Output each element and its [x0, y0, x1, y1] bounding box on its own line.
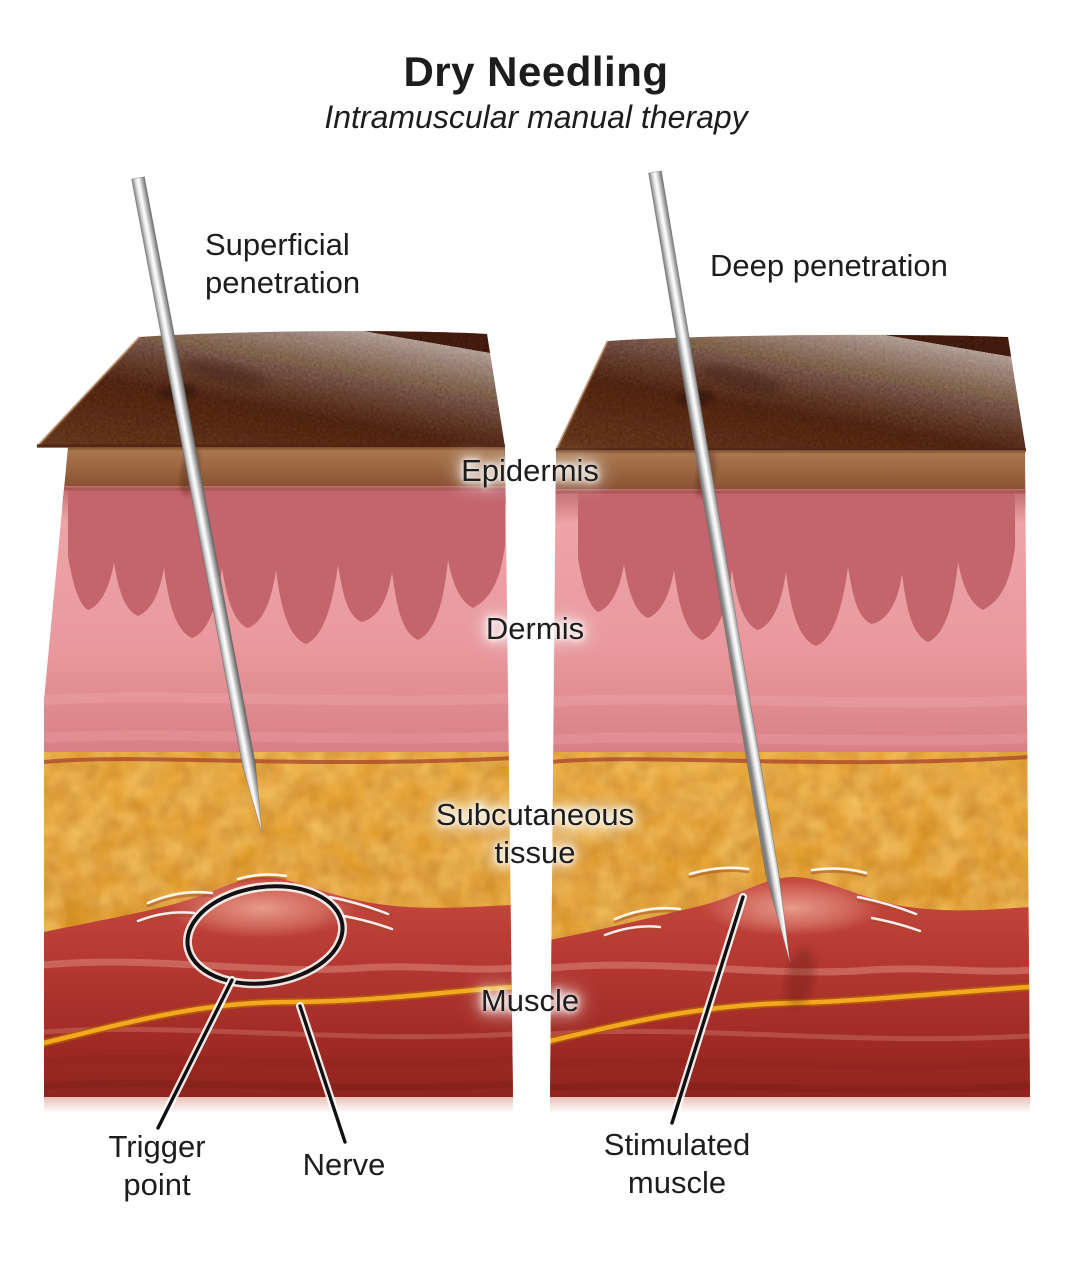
page-subtitle: Intramuscular manual therapy: [324, 99, 748, 135]
label-nerve: Nerve: [302, 1147, 386, 1182]
label-muscle: Muscle: [480, 983, 580, 1018]
skin-block-left: [35, 331, 513, 1113]
label-stimulated-muscle: Stimulated muscle: [603, 1127, 751, 1200]
block-shadow-left: [44, 1097, 513, 1113]
trigger-point-circle: [182, 881, 348, 989]
page-title: Dry Needling: [403, 48, 669, 95]
fascia-creases-left: [136, 873, 394, 934]
label-subcutaneous-tissue: Subcutaneous tissue: [435, 797, 635, 870]
skin-surface-left: [37, 331, 505, 447]
needle-left: [131, 176, 263, 834]
fascia-creases-right: [603, 866, 922, 940]
label-dermis: Dermis: [485, 611, 585, 646]
needle-right: [648, 170, 791, 964]
callout-lines: [154, 893, 747, 1146]
skin-surface-right: [556, 334, 1026, 451]
caption-superficial-penetration: Superficial penetration: [205, 227, 361, 300]
label-epidermis: Epidermis: [461, 453, 599, 488]
muscle-layer-left: [44, 877, 513, 1097]
block-shadow-right: [550, 1097, 1030, 1113]
skin-block-right: [550, 334, 1030, 1113]
label-trigger-point: Trigger point: [108, 1129, 206, 1202]
muscle-bump-highlight-right: [702, 880, 882, 936]
nerve-path-left: [44, 983, 513, 1047]
caption-deep-penetration: Deep penetration: [710, 248, 948, 283]
